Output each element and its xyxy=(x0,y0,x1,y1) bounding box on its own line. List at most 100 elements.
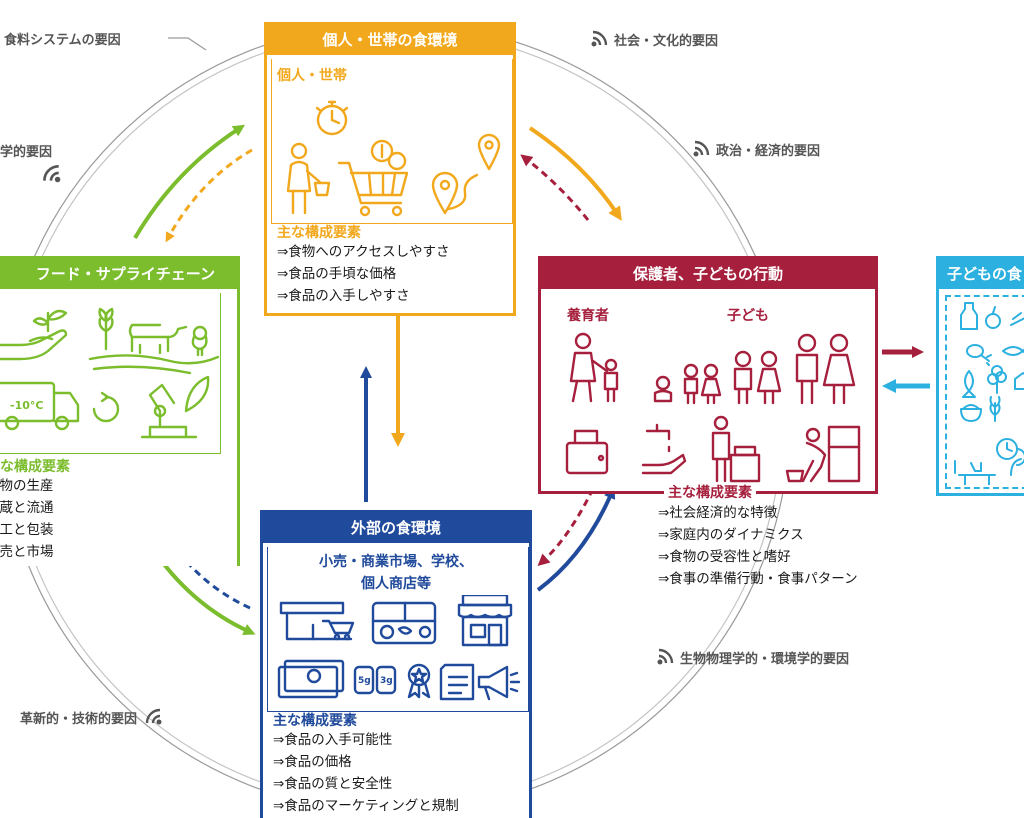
hand-with-sprout-icon xyxy=(0,309,68,361)
girl-icon xyxy=(756,350,782,405)
store-counter-icon xyxy=(279,601,355,641)
microscope-leaf-icon xyxy=(140,375,210,439)
boy-icon xyxy=(733,350,753,405)
arrow-external-to-caregiver xyxy=(536,486,616,592)
individual-icons xyxy=(286,100,501,217)
factor-biological-partial: 学的要因 xyxy=(0,145,53,160)
list-item: ⇒食物へのアクセスしやすさ xyxy=(277,244,450,260)
food-system-pointer xyxy=(168,37,207,51)
list-item: ⇒食物の受容性と嗜好 xyxy=(658,549,791,565)
child-diet-icons xyxy=(954,302,1024,485)
wheat-icon xyxy=(98,307,114,351)
signal-icon xyxy=(43,164,61,183)
refrigerated-truck-icon xyxy=(0,381,80,431)
handwashing-icon xyxy=(641,423,687,475)
individual-subtitle: 個人・世帯 xyxy=(277,68,347,84)
caregiver-label: 養育者 xyxy=(567,308,609,324)
list-item: 貯蔵と流通 xyxy=(0,500,54,516)
arrow-external-to-supply-dashed xyxy=(166,535,251,610)
list-item: ⇒食品のマーケティングと規制 xyxy=(273,798,459,814)
signal-icon xyxy=(591,30,608,47)
nutrition-label-icon xyxy=(353,665,397,695)
baby-icon xyxy=(653,375,673,403)
toddler-girl-icon xyxy=(700,363,722,405)
carrot-icon xyxy=(1010,312,1024,326)
arrow-individual-to-caregiver xyxy=(528,126,622,221)
adult-with-child-icon xyxy=(569,332,619,403)
caregiver-icons xyxy=(565,332,861,483)
teen-boy-icon xyxy=(795,333,819,405)
factor-social-cultural: 社会・文化的要因 xyxy=(590,30,718,49)
caregiver-panel: 保護者、子どもの行動 養育者 子ども xyxy=(538,256,878,494)
chicken-icon xyxy=(191,325,208,357)
fridge-person-icon xyxy=(785,425,861,483)
supply-chain-title: フード・サプライチェーン xyxy=(0,259,237,289)
house-icon xyxy=(1014,372,1024,390)
factor-food-system: 食料システムの要因 xyxy=(4,33,121,48)
arrow-child-to-caregiver-head xyxy=(882,379,896,393)
milk-icon xyxy=(960,302,978,330)
wheat-icon xyxy=(989,396,1001,422)
fish-icon xyxy=(1002,346,1024,356)
signal-icon xyxy=(145,708,162,725)
teen-girl-icon xyxy=(822,333,856,405)
list-item: ⇒食品の入手しやすさ xyxy=(277,288,410,304)
list-item: ⇒食品の価格 xyxy=(273,754,352,770)
supply-chain-item-list: 食物の生産 貯蔵と流通 加工と包装 販売と市場 xyxy=(0,475,54,563)
clock-hands-icon xyxy=(1006,442,1013,452)
individual-panel: 個人・世帯の食環境 個人・世帯 主な構成要素 ⇒食物へのアクセスしやすさ ⇒食品… xyxy=(264,22,516,316)
list-item: ⇒家庭内のダイナミクス xyxy=(658,527,804,543)
wallet-icon xyxy=(565,429,609,475)
cooking-person-icon xyxy=(711,415,761,483)
external-subtitle-line1: 小売・商業市場、学校、 xyxy=(319,554,473,570)
quality-badge-icon xyxy=(407,663,431,699)
factor-innovation-tech: 革新的・技術的要因 xyxy=(20,708,163,727)
list-item: ⇒社会経済的な特徴 xyxy=(658,505,778,521)
individual-title: 個人・世帯の食環境 xyxy=(267,25,513,55)
broccoli-icon xyxy=(987,365,1007,394)
supply-chain-panel: フード・サプライチェーン -10°C 主な構成要素 食物の生産 貯蔵と流通 加工… xyxy=(0,256,240,566)
external-inner-frame xyxy=(267,547,529,712)
list-item: 加工と包装 xyxy=(0,522,54,538)
caregiver-title: 保護者、子どもの行動 xyxy=(541,259,875,289)
supply-chain-inner-frame xyxy=(0,293,221,454)
regulation-document-icon xyxy=(439,663,475,701)
cow-icon xyxy=(128,323,188,355)
factor-bio-physical-env: 生物物理学的・環境学的要因 xyxy=(656,648,849,667)
list-item: ⇒食品の入手可能性 xyxy=(273,732,393,748)
megaphone-icon xyxy=(477,665,521,701)
external-item-list: ⇒食品の入手可能性 ⇒食品の価格 ⇒食品の質と安全性 ⇒食品のマーケティングと規… xyxy=(273,729,459,817)
shopper-woman-icon xyxy=(286,142,331,215)
external-key-title: 主な構成要素 xyxy=(273,713,357,729)
rice-bowl-icon xyxy=(960,404,982,422)
child-diet-inner-frame xyxy=(945,295,1024,489)
temperature-label: -10°C xyxy=(10,399,43,412)
cycle-arrows-icon xyxy=(92,391,120,423)
arrow-individual-to-supply-dashed xyxy=(165,148,253,243)
signal-icon xyxy=(693,140,710,157)
individual-item-list: ⇒食物へのアクセスしやすさ ⇒食品の手頃な価格 ⇒食品の入手しやすさ xyxy=(277,241,450,307)
location-pin-icon xyxy=(431,133,501,215)
list-item: 販売と市場 xyxy=(0,544,54,560)
external-subtitle: 小売・商業市場、学校、 個人商店等 xyxy=(263,551,529,595)
arrow-supply-to-individual xyxy=(133,124,246,240)
child-label: 子ども xyxy=(727,308,769,324)
stopwatch-icon xyxy=(315,100,349,136)
child-eating-icon xyxy=(958,448,1024,485)
toddler-boy-icon xyxy=(683,363,699,405)
label-3g: 3g xyxy=(380,676,393,686)
external-title: 外部の食環境 xyxy=(263,513,529,543)
individual-key-title: 主な構成要素 xyxy=(277,225,361,241)
external-subtitle-line2: 個人商店等 xyxy=(361,576,431,592)
list-item: 食物の生産 xyxy=(0,478,54,494)
coins-icon xyxy=(370,139,407,171)
factor-political-economic: 政治・経済的要因 xyxy=(692,140,820,159)
label-5g: 5g xyxy=(358,676,371,686)
caregiver-key-title: 主な構成要素 xyxy=(664,483,756,503)
apple-icon xyxy=(985,306,1001,329)
drumstick-icon xyxy=(966,344,992,366)
external-icons: 5g 3g xyxy=(277,595,521,701)
child-diet-panel: 子どもの食 xyxy=(936,256,1024,496)
supply-chain-key-title: 主な構成要素 xyxy=(0,459,70,475)
supply-chain-icons: -10°C xyxy=(0,307,220,439)
